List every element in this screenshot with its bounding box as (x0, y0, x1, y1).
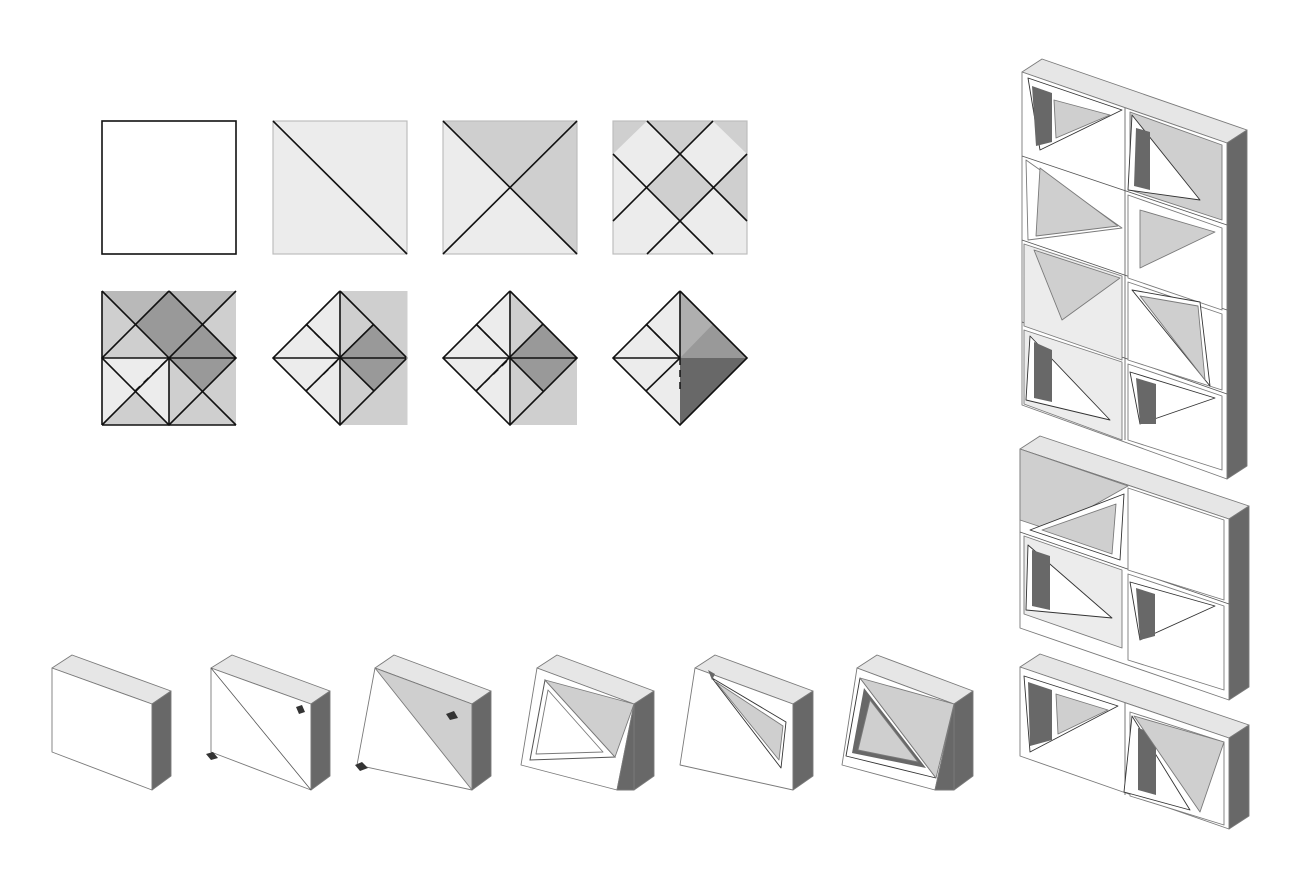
fold-step-7 (441, 290, 579, 427)
fold-step-5 (100, 290, 238, 427)
fold-step-2 (272, 120, 408, 255)
fold-step-1 (101, 120, 237, 255)
fold-step-4 (612, 120, 748, 255)
block-stage-3 (355, 654, 492, 791)
block-sequence (51, 654, 974, 791)
assembly-four-row (1021, 58, 1248, 480)
fold-step-6 (271, 290, 409, 427)
fold-step-8 (611, 290, 749, 427)
fold-sequence (100, 120, 749, 427)
fold-step-3 (442, 120, 578, 255)
assembly-single-row (1019, 653, 1250, 830)
block-stage-5 (679, 654, 814, 791)
assembly-two-row (1019, 435, 1250, 701)
block-stage-6 (841, 654, 974, 791)
block-stage-4 (520, 654, 655, 791)
block-stage-2 (206, 654, 331, 791)
block-stage-1 (51, 654, 172, 791)
